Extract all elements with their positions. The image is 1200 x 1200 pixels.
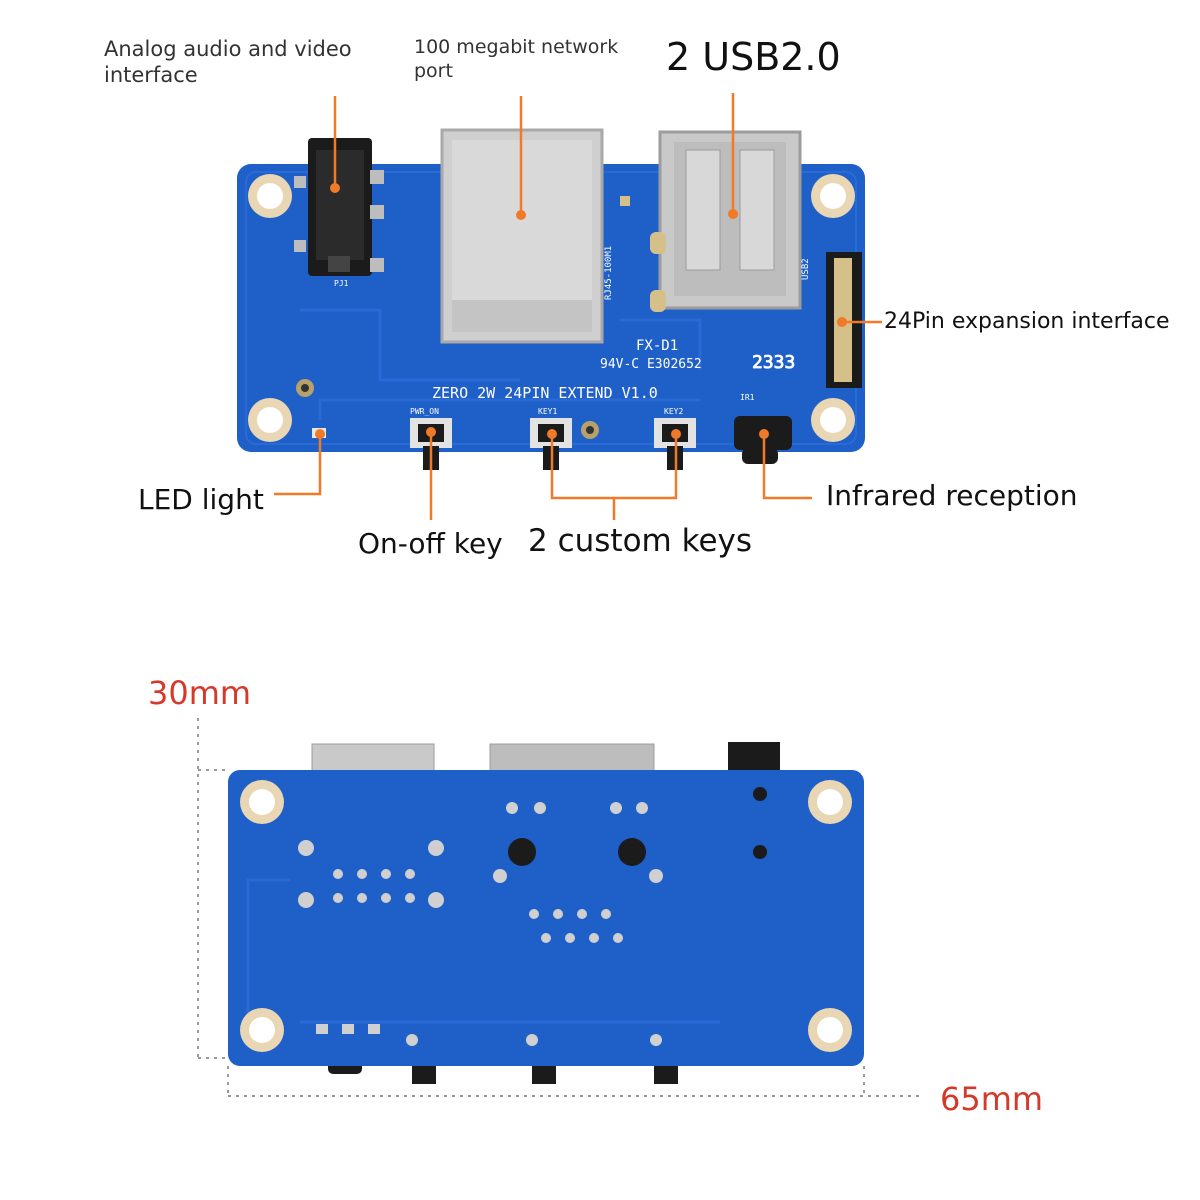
silk-ul: 94V-C E302652 <box>600 357 702 372</box>
silk-date: 2333 <box>752 352 795 373</box>
mount-hole-bl <box>248 398 292 442</box>
silk-rj45: RJ45-100M1 <box>604 246 614 300</box>
silk-fx: FX-D1 <box>636 338 678 354</box>
silk-key2: KEY2 <box>664 407 683 416</box>
label-usb: 2 USB2.0 <box>666 35 841 79</box>
mount-hole-tr <box>811 174 855 218</box>
label-custom-keys: 2 custom keys <box>528 523 753 559</box>
silk-pwr-on: PWR_ON <box>410 407 439 416</box>
silk-pj: PJ1 <box>334 279 349 288</box>
leader-dots <box>315 183 847 439</box>
audio-jack <box>294 138 384 276</box>
bottom-pcb <box>228 770 864 1066</box>
label-network: 100 megabit network port <box>414 36 619 82</box>
leader-lines <box>274 93 882 520</box>
mount-hole-br <box>811 398 855 442</box>
silk-board-name: ZERO 2W 24PIN EXTEND V1.0 <box>432 384 658 402</box>
dimension-width: 65mm <box>940 1080 1044 1118</box>
usb-ports <box>658 130 802 310</box>
dimension-height: 30mm <box>148 674 252 712</box>
bottom-board-illustration <box>228 742 864 1084</box>
silk-usb-ref: USB2 <box>801 258 811 280</box>
silk-ir: IR1 <box>740 393 755 402</box>
silk-key1: KEY1 <box>538 407 557 416</box>
rj45-port <box>440 128 604 344</box>
label-expansion: 24Pin expansion interface <box>884 309 1170 334</box>
label-audio-video: Analog audio and video interface <box>104 37 352 88</box>
label-led: LED light <box>138 483 264 516</box>
mount-hole-tl <box>248 174 292 218</box>
label-power-key: On-off key <box>358 527 503 560</box>
dimension-lines <box>197 718 920 1098</box>
label-infrared: Infrared reception <box>826 479 1078 512</box>
